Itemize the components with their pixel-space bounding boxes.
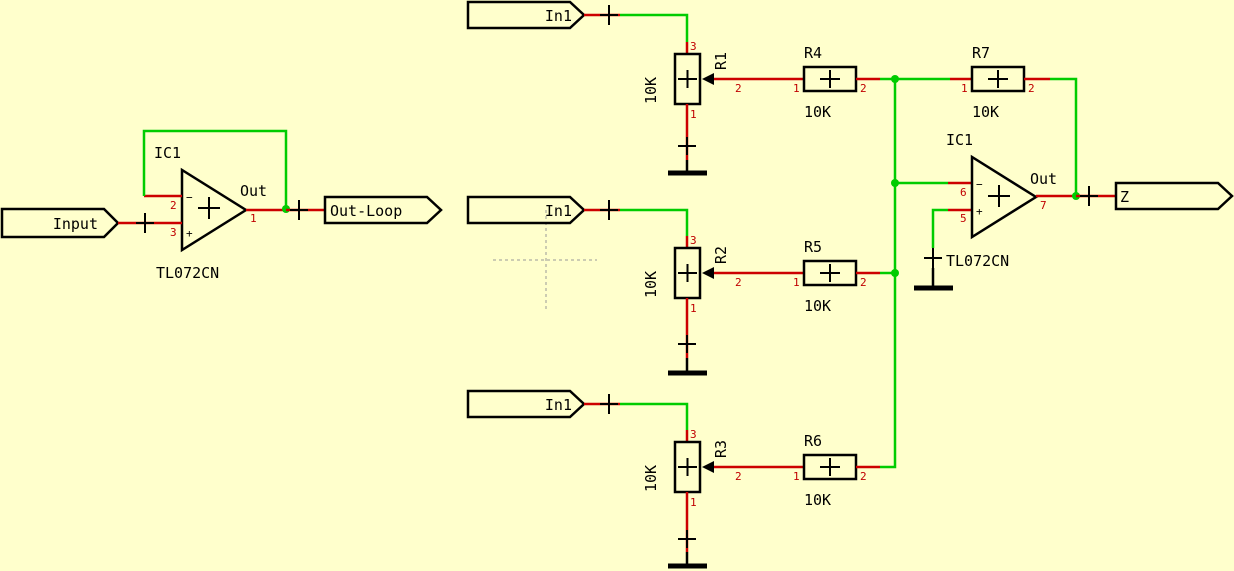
port-in1-bottom-label: In1 bbox=[545, 396, 572, 414]
wire-summing-bus bbox=[880, 79, 897, 469]
junction-dot-bus-r5 bbox=[891, 269, 899, 277]
pin-r4-2: 2 bbox=[860, 82, 867, 95]
pin-r1-2: 2 bbox=[735, 82, 742, 95]
junction-cross-r3-gnd bbox=[678, 530, 696, 548]
opamp-right-name: IC1 bbox=[946, 131, 973, 149]
junction-cross-r2-gnd bbox=[678, 335, 696, 353]
pin-r2-2: 2 bbox=[735, 276, 742, 289]
pin-r7-2: 2 bbox=[1028, 82, 1035, 95]
pot-r2-value: 10K bbox=[642, 271, 660, 298]
junction-cross-right-gnd bbox=[924, 248, 942, 268]
port-input-label: Input bbox=[53, 215, 98, 233]
potentiometer-r3[interactable] bbox=[673, 440, 714, 494]
port-in1-bottom[interactable]: In1 bbox=[466, 389, 586, 419]
pin-opamp-left-3: 3 bbox=[170, 226, 177, 239]
opamp-right-plus: + bbox=[976, 205, 983, 218]
junction-cross-in1-middle bbox=[600, 200, 618, 220]
pot-r2-name: R2 bbox=[712, 246, 730, 264]
pin-opamp-right-6: 6 bbox=[960, 186, 967, 199]
junction-cross-in1-top bbox=[600, 5, 618, 25]
resistor-r6[interactable] bbox=[802, 453, 858, 481]
pin-r6-2: 2 bbox=[860, 470, 867, 483]
opamp-right-value: TL072CN bbox=[946, 252, 1009, 270]
port-z-label: Z bbox=[1120, 188, 1129, 206]
junction-cross-r1-gnd bbox=[678, 137, 696, 155]
resistor-r5[interactable] bbox=[802, 259, 858, 287]
pin-r5-2: 2 bbox=[860, 276, 867, 289]
pin-r6-1: 1 bbox=[793, 470, 800, 483]
wire-noninv-right bbox=[931, 208, 948, 248]
pot-r1-name: R1 bbox=[712, 52, 730, 70]
pin-r3-2: 2 bbox=[735, 470, 742, 483]
junction-cross-out-loop bbox=[290, 200, 308, 220]
resistor-r7-value: 10K bbox=[972, 103, 999, 121]
junction-cross-input bbox=[136, 213, 154, 233]
resistor-r5-name: R5 bbox=[804, 238, 822, 256]
opamp-right-minus: − bbox=[976, 178, 983, 191]
pin-r3-1: 1 bbox=[690, 496, 697, 509]
resistor-r4[interactable] bbox=[802, 65, 858, 93]
potentiometer-r2[interactable] bbox=[673, 246, 714, 300]
port-out-loop-label: Out-Loop bbox=[330, 202, 402, 220]
opamp-left-minus: − bbox=[186, 191, 193, 204]
port-input[interactable]: Input bbox=[0, 207, 120, 239]
resistor-r7-name: R7 bbox=[972, 44, 990, 62]
opamp-ic1-left[interactable]: − + bbox=[180, 167, 249, 253]
junction-cross-in1-bottom bbox=[600, 394, 618, 414]
pin-opamp-right-5: 5 bbox=[960, 212, 967, 225]
resistor-r4-name: R4 bbox=[804, 44, 822, 62]
pin-r7-1: 1 bbox=[961, 82, 968, 95]
opamp-left-value: TL072CN bbox=[156, 264, 219, 282]
wire-in1-r1 bbox=[620, 13, 689, 42]
pot-r3-name: R3 bbox=[712, 440, 730, 458]
resistor-r6-value: 10K bbox=[804, 491, 831, 509]
wire-feedback-right bbox=[1050, 77, 1078, 195]
opamp-right-out-label: Out bbox=[1030, 170, 1057, 188]
pot-r1-value: 10K bbox=[642, 77, 660, 104]
port-in1-top-label: In1 bbox=[545, 7, 572, 25]
resistor-r6-name: R6 bbox=[804, 432, 822, 450]
resistor-r7[interactable] bbox=[970, 65, 1026, 93]
port-in1-middle[interactable]: In1 bbox=[466, 195, 586, 225]
opamp-ic1-right[interactable]: − + bbox=[970, 154, 1039, 240]
pin-r5-1: 1 bbox=[793, 276, 800, 289]
wire-in1-r2 bbox=[620, 208, 689, 236]
resistor-r5-value: 10K bbox=[804, 297, 831, 315]
resistor-r4-value: 10K bbox=[804, 103, 831, 121]
pin-opamp-right-7: 7 bbox=[1040, 199, 1047, 212]
pin-opamp-left-2: 2 bbox=[170, 199, 177, 212]
junction-dot-bus-top bbox=[891, 75, 899, 83]
port-z[interactable]: Z bbox=[1114, 181, 1234, 211]
pin-r1-1: 1 bbox=[690, 108, 697, 121]
pin-r3-3: 3 bbox=[690, 428, 697, 441]
cursor-crosshair bbox=[493, 210, 597, 312]
pin-r2-1: 1 bbox=[690, 302, 697, 315]
pin-opamp-left-1: 1 bbox=[250, 212, 257, 225]
pin-r1-3: 3 bbox=[690, 40, 697, 53]
potentiometer-r1[interactable] bbox=[673, 52, 714, 106]
opamp-left-out-label: Out bbox=[240, 182, 267, 200]
pin-r2-3: 3 bbox=[690, 234, 697, 247]
port-in1-middle-label: In1 bbox=[545, 202, 572, 220]
wire-feedback-left bbox=[142, 129, 288, 209]
pot-r3-value: 10K bbox=[642, 465, 660, 492]
opamp-left-name: IC1 bbox=[154, 144, 181, 162]
port-out-loop[interactable]: Out-Loop bbox=[323, 195, 443, 225]
junction-cross-out-z bbox=[1080, 186, 1098, 206]
port-in1-top[interactable]: In1 bbox=[466, 0, 586, 30]
pin-r4-1: 1 bbox=[793, 82, 800, 95]
wire-in1-r3 bbox=[620, 402, 689, 430]
opamp-left-plus: + bbox=[186, 227, 193, 240]
